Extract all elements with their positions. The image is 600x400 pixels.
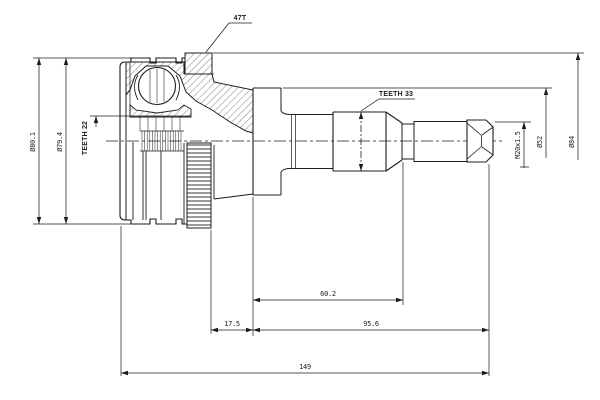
abs-ring-teeth-view: [186, 142, 212, 229]
bell-cone-bottom: [213, 193, 254, 200]
dim-label-overall-length: 149: [299, 363, 311, 371]
callout-abs-ring: 47T: [205, 15, 252, 53]
callout-label-bore-spline: TEETH 22: [82, 121, 89, 155]
dim-body-to-thread: 60.2: [253, 290, 403, 303]
thread-section: [414, 120, 467, 163]
spline-section: [332, 111, 387, 172]
spline-arrow-up-icon: [358, 112, 364, 119]
dim-bell-od-inner: Ø79.4: [56, 58, 69, 224]
dim-abs-ring-od: Ø84: [568, 53, 581, 160]
dim-body-to-end: 95.6: [253, 320, 489, 333]
spline-arrow-down-icon: [358, 164, 364, 171]
arrow-up-icon: [36, 58, 42, 65]
arrow-up-icon: [521, 122, 527, 129]
taper-edges: [385, 111, 403, 172]
callout-bore-spline: TEETH 22: [82, 116, 99, 155]
bearing-cage: [134, 74, 180, 101]
arrow-left-icon: [121, 370, 128, 376]
dim-label-body-to-thread: 60.2: [320, 290, 336, 298]
bell-outline: [119, 57, 187, 225]
bore-spline-lines: [139, 116, 181, 131]
ball-spline-lines: [149, 69, 165, 103]
arrow-left-icon: [211, 327, 218, 333]
bell-step-edges: [132, 142, 185, 224]
arrow-left-icon: [253, 297, 260, 303]
dim-label-body-od: Ø52: [536, 136, 544, 148]
bell-housing: [90, 52, 254, 229]
dim-bell-od-outer: Ø80.1: [29, 58, 42, 224]
abs-ring-section: [184, 52, 213, 75]
extension-lines: [33, 52, 584, 376]
dim-label-bell-od-inner: Ø79.4: [56, 132, 64, 152]
arrow-down-icon: [36, 217, 42, 224]
dim-label-ring-to-body: 17.5: [224, 320, 240, 328]
arrow-up-icon: [543, 88, 549, 95]
dim-thread-spec: M20x1.5: [514, 122, 529, 168]
body-od-edges: [253, 87, 281, 196]
thread-end-facets: [466, 122, 493, 160]
groove-surface: [402, 123, 414, 160]
callout-shaft-spline: TEETH 33: [360, 91, 415, 112]
shaft-edges: [290, 113, 333, 170]
arrow-right-icon: [482, 370, 489, 376]
arrow-right-icon: [482, 327, 489, 333]
arrow-left-icon: [253, 327, 260, 333]
thread-end: [466, 119, 494, 163]
callout-label-abs-ring: 47T: [234, 15, 247, 22]
dim-label-thread-spec: M20x1.5: [514, 131, 522, 158]
dimensions: Ø80.1 Ø79.4 TEETH 22 47T TEETH 33: [29, 15, 584, 376]
callout-label-shaft-spline: TEETH 33: [379, 91, 413, 98]
spline-teeth-lines: [141, 131, 182, 151]
dim-label-bell-od-outer: Ø80.1: [29, 132, 37, 152]
dim-overall-length: 149: [121, 363, 489, 376]
arrow-up-icon: [63, 58, 69, 65]
dim-label-abs-ring-od: Ø84: [568, 136, 576, 148]
stub-shaft: [253, 87, 494, 196]
shoulder-fillets: [280, 110, 291, 173]
arrow-down-icon: [63, 217, 69, 224]
inner-race-section: [129, 104, 192, 118]
groove-edges: [401, 121, 415, 162]
arrow-up-icon: [575, 53, 581, 60]
dim-body-od: Ø52: [536, 88, 549, 158]
boot-clamp-edges: [291, 114, 296, 169]
arrow-right-icon: [246, 327, 253, 333]
dim-label-body-to-end: 95.6: [363, 320, 379, 328]
arrow-right-icon: [396, 297, 403, 303]
arrow-up-icon: [93, 116, 99, 123]
